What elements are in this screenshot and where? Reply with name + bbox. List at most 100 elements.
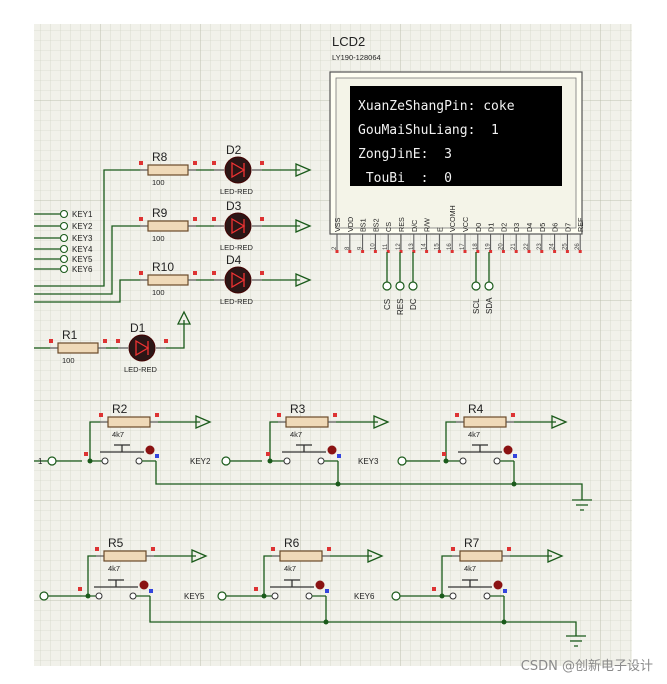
lcd-net-labels: CS RES DC SCL SDA: [383, 297, 494, 315]
lcd-pin-dc: D/C 13: [409, 220, 419, 253]
svg-text:14: 14: [422, 243, 428, 250]
svg-text:D2: D2: [499, 223, 508, 232]
lcd-pin-rw: R/W14: [422, 218, 432, 253]
svg-text:21: 21: [511, 243, 517, 250]
resistor-label: R5: [108, 536, 124, 550]
resistor-label: R4: [468, 402, 484, 416]
lcd-module[interactable]: LCD2 LY190-128064 XuanZeShangPin: coke G…: [329, 34, 585, 253]
svg-text:26: 26: [575, 243, 581, 250]
button-row-arrows: [191, 415, 568, 563]
net-label-scl: SCL: [472, 298, 481, 314]
resistor-label: R3: [290, 402, 306, 416]
pushbutton-4[interactable]: [78, 579, 153, 600]
svg-text:20: 20: [498, 243, 504, 250]
resistor-r4[interactable]: R4 4k7: [455, 402, 515, 439]
svg-text:24: 24: [550, 243, 556, 250]
led-label: D3: [226, 199, 242, 213]
lcd-pin-cs: CS 11: [383, 222, 393, 253]
led-branch-arrows: [176, 163, 312, 325]
net-label-dc: DC: [409, 298, 418, 310]
svg-text:D0: D0: [474, 223, 483, 232]
key-bus-label-1: KEY1: [72, 210, 93, 219]
lcd-pin-e: E15: [434, 227, 444, 253]
key-terminal-label-key5: KEY5: [184, 592, 205, 601]
led-type: LED-RED: [220, 243, 254, 252]
ground-symbol-1: [572, 499, 592, 511]
svg-text:VDD: VDD: [346, 217, 355, 232]
svg-text:D7: D7: [563, 223, 572, 232]
resistor-label: R8: [152, 150, 168, 164]
svg-text:13: 13: [409, 243, 415, 250]
resistor-r1[interactable]: R1 100: [49, 328, 107, 365]
key-bus-label-4: KEY4: [72, 245, 93, 254]
led-label: D1: [130, 321, 146, 335]
svg-text:25: 25: [562, 243, 568, 250]
lcd-part: LY190-128064: [332, 53, 381, 62]
key-terminal-label-key3: KEY3: [358, 457, 379, 466]
resistor-value: 100: [152, 288, 165, 297]
csdn-watermark: CSDN @创新电子设计: [520, 659, 653, 674]
net-label-sda: SDA: [485, 297, 494, 314]
svg-text:2: 2: [332, 246, 338, 250]
key-bus-label-2: KEY2: [72, 222, 93, 231]
ground-symbols: [566, 499, 592, 647]
resistor-value: 4k7: [468, 430, 480, 439]
svg-text:11: 11: [383, 243, 389, 250]
resistor-r5[interactable]: R5 4k7: [95, 536, 155, 573]
resistor-value: 100: [152, 234, 165, 243]
svg-text:BS1: BS1: [359, 218, 368, 232]
resistor-label: R1: [62, 328, 78, 342]
resistor-value: 4k7: [112, 430, 124, 439]
pushbutton-1[interactable]: [84, 444, 159, 465]
svg-text:E: E: [435, 227, 444, 232]
svg-text:22: 22: [524, 243, 530, 250]
lcd-screen: [350, 86, 562, 186]
svg-text:D/C: D/C: [410, 220, 419, 232]
resistor-label: R9: [152, 206, 168, 220]
svg-text:VCC: VCC: [461, 217, 470, 232]
key-bus-label-3: KEY3: [72, 234, 93, 243]
lcd-line-3: ZongJinE: 3: [358, 147, 452, 162]
key-terminal-label-1: 1: [38, 457, 43, 466]
key-input-terminals: [39, 456, 407, 601]
svg-text:23: 23: [537, 243, 543, 250]
pushbutton-6[interactable]: [432, 579, 507, 600]
led-type: LED-RED: [220, 297, 254, 306]
lcd-name: LCD2: [332, 34, 365, 49]
svg-text:16: 16: [447, 243, 453, 250]
lcd-pins: VSS2VDD8BS19BS210CS11RES12D/C13R/W14E15V…: [332, 205, 585, 253]
pushbutton-2[interactable]: [266, 444, 341, 465]
lcd-pin-d7: D7 25: [562, 223, 572, 253]
resistor-value: 100: [62, 356, 75, 365]
resistor-value: 4k7: [108, 564, 120, 573]
pushbutton-3[interactable]: [442, 444, 517, 465]
key-terminal-label-key6: KEY6: [354, 592, 375, 601]
ground-symbol-2: [566, 635, 586, 647]
pushbutton-5[interactable]: [254, 579, 329, 600]
key-bus-terminals: [59, 209, 69, 274]
svg-text:12: 12: [396, 243, 402, 250]
resistor-r9[interactable]: R9 100: [139, 206, 197, 243]
resistor-label: R7: [464, 536, 480, 550]
svg-text:CS: CS: [384, 222, 393, 232]
